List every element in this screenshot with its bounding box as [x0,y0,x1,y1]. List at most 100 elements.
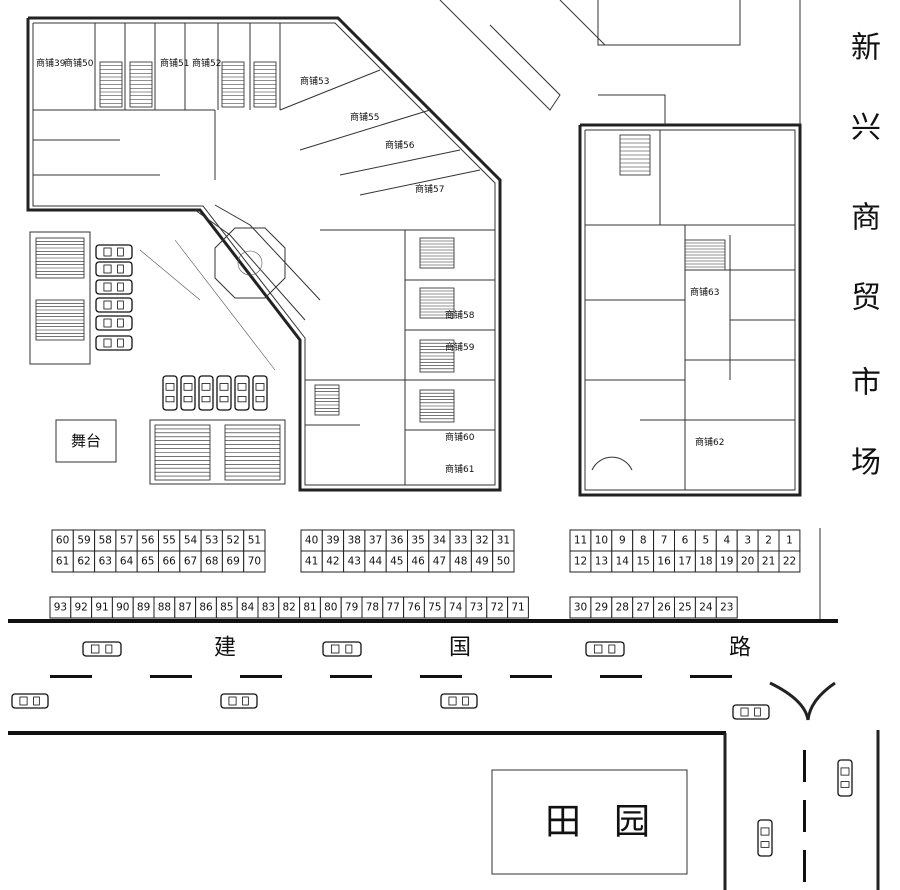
shop-label-56: 商铺56 [385,139,415,151]
stall-number: 67 [184,556,197,568]
shop-label-51: 商铺51 [160,57,189,69]
stall-number: 42 [326,556,339,568]
shop-label-63: 商铺63 [690,286,719,298]
car-icon [95,261,133,277]
stall-number: 51 [248,535,261,547]
stall-75: 75 [423,596,446,619]
stall-number: 37 [369,535,382,547]
stall-25: 25 [674,596,696,619]
stall-50: 50 [492,550,515,573]
stall-number: 83 [262,602,275,614]
stall-52: 52 [221,529,245,552]
road-char-1: 建 [214,636,236,661]
stall-number: 58 [99,535,112,547]
stall-78: 78 [361,596,384,619]
stall-8: 8 [632,529,655,552]
stall-number: 40 [305,535,318,547]
stall-74: 74 [444,596,467,619]
stall-39: 39 [321,529,345,552]
stall-34: 34 [428,529,451,552]
stall-10: 10 [590,529,613,552]
car-icon [198,375,214,411]
stall-number: 86 [199,602,213,614]
stall-number: 74 [449,602,463,614]
stair-block [419,237,455,269]
stall-46: 46 [407,550,430,573]
stall-number: 64 [120,556,134,568]
stall-number: 14 [616,556,630,568]
stall-number: 88 [158,602,171,614]
stall-21: 21 [757,550,780,573]
market-title: 新 兴 商 贸 市 场 [851,31,881,481]
stall-number: 55 [163,535,176,547]
stall-81: 81 [299,596,321,619]
stair-block [419,389,455,423]
stall-83: 83 [257,596,280,619]
stall-66: 66 [158,550,181,573]
stall-number: 70 [248,556,261,568]
stall-49: 49 [470,550,494,573]
stall-43: 43 [343,550,366,573]
stall-number: 52 [226,535,239,547]
stall-28: 28 [611,596,634,619]
stair-block [35,237,85,279]
stall-number: 20 [741,556,754,568]
stall-number: 21 [762,556,775,568]
stall-number: 29 [595,602,608,614]
shop-label-59: 商铺59 [445,341,475,353]
stall-number: 73 [470,602,483,614]
stall-5: 5 [694,529,717,552]
stair-block [684,239,726,271]
stall-number: 87 [179,602,192,614]
stall-number: 50 [497,556,510,568]
stall-number: 77 [387,602,400,614]
stall-45: 45 [385,550,409,573]
stall-80: 80 [319,596,342,619]
stall-47: 47 [428,550,451,573]
stall-number: 3 [744,535,751,547]
stall-number: 13 [595,556,608,568]
title-char-2: 兴 [851,111,881,146]
stall-72: 72 [486,596,509,619]
road-cars [11,641,853,857]
stall-27: 27 [632,596,655,619]
stall-61: 61 [51,550,74,573]
stall-57: 57 [115,529,138,552]
stall-number: 12 [574,556,587,568]
stall-number: 17 [678,556,691,568]
stall-65: 65 [136,550,159,573]
stall-number: 7 [661,535,668,547]
stall-87: 87 [174,596,197,619]
stall-53: 53 [200,529,223,552]
stall-number: 39 [326,535,339,547]
stall-number: 65 [141,556,154,568]
stall-number: 18 [699,556,712,568]
stall-number: 38 [348,535,361,547]
car-icon [757,819,773,857]
stall-90: 90 [111,596,134,619]
stall-4: 4 [715,529,738,552]
stair-block [35,299,85,341]
stall-number: 46 [411,556,425,568]
stall-number: 36 [390,535,404,547]
stall-33: 33 [449,529,472,552]
stall-number: 92 [75,602,88,614]
stall-number: 91 [95,602,108,614]
stall-69: 69 [221,550,245,573]
stall-44: 44 [364,550,387,573]
staircases [35,61,726,481]
stall-82: 82 [278,596,301,619]
stair-block [154,424,211,481]
stall-54: 54 [179,529,202,552]
parked-cars [95,244,268,411]
stall-56: 56 [136,529,159,552]
stall-number: 89 [137,602,150,614]
stall-number: 16 [657,556,671,568]
stall-31: 31 [492,529,515,552]
park-char-2: 园 [614,802,650,843]
stair-block [619,134,651,176]
car-icon [95,244,133,260]
stall-number: 28 [616,602,629,614]
stall-12: 12 [569,550,592,573]
